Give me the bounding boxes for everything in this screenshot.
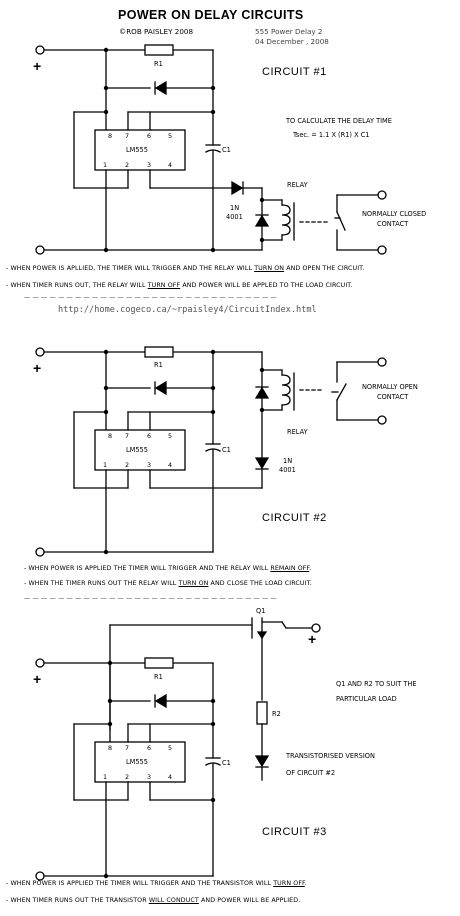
ic-label: LM555: [126, 758, 148, 766]
pin-6: 6: [147, 132, 152, 140]
ic-lm555: [94, 741, 186, 783]
c1-label: C1: [222, 146, 231, 154]
circuit-1-note-1: - WHEN POWER IS APLLIED, THE TIMER WILL …: [6, 265, 365, 272]
ic-label: LM555: [126, 146, 148, 154]
pin-1: 1: [103, 161, 108, 169]
transistor-note-2: OF CIRCUIT #2: [286, 769, 336, 777]
diode-label-2: 4001: [226, 213, 243, 221]
plus-sign: +: [33, 360, 42, 376]
pin-5: 5: [168, 744, 173, 752]
r1-label: R1: [154, 60, 163, 68]
diode-label-1: 1N: [283, 457, 293, 465]
pin-4: 4: [168, 161, 173, 169]
circuit-1-schematic: [39, 44, 383, 251]
date: 04 December , 2008: [255, 37, 329, 46]
pin-3: 3: [147, 773, 152, 781]
r1-label: R1: [154, 361, 163, 369]
c1-label: C1: [222, 446, 231, 454]
circuit-2-title: CIRCUIT #2: [262, 512, 327, 524]
calc-title: TO CALCULATE THE DELAY TIME: [286, 117, 392, 125]
circuit-3-title: CIRCUIT #3: [262, 826, 327, 838]
resistor-r1: [144, 657, 174, 669]
c1-label: C1: [222, 759, 231, 767]
plus-sign: +: [33, 58, 42, 74]
circuit-2-note-2: - WHEN THE TIMER RUNS OUT THE RELAY WILL…: [24, 580, 312, 587]
pin-4: 4: [168, 773, 173, 781]
q1-label: Q1: [256, 607, 266, 615]
pin-8: 8: [108, 744, 113, 752]
pin-2: 2: [125, 773, 130, 781]
pin-1: 1: [103, 461, 108, 469]
contact-label-1: NORMALLY CLOSED: [362, 210, 427, 218]
resistor-r2: [256, 701, 268, 725]
circuit-3-note-1: - WHEN POWER IS APPLIED THE TIMER WILL T…: [6, 880, 307, 887]
pin-8: 8: [108, 432, 113, 440]
plus-sign: +: [33, 671, 42, 687]
contact-label-2: CONTACT: [377, 393, 409, 401]
ic-label: LM555: [126, 446, 148, 454]
transistor-note-1: TRANSISTORISED VERSION: [286, 752, 375, 760]
circuit-1-title: CIRCUIT #1: [262, 66, 327, 78]
circuit-2-note-1: - WHEN POWER IS APPLIED THE TIMER WILL T…: [24, 565, 312, 572]
plus-sign: +: [308, 631, 317, 647]
pin-7: 7: [125, 432, 130, 440]
resistor-r1: [144, 44, 174, 56]
divider-2: — — — — — — — — — — — — — — — — — — — — …: [24, 595, 277, 602]
pin-3: 3: [147, 161, 152, 169]
pin-1: 1: [103, 773, 108, 781]
circuit-2-schematic: [39, 346, 383, 553]
ic-lm555: [94, 129, 186, 171]
pin-6: 6: [147, 744, 152, 752]
pin-7: 7: [125, 744, 130, 752]
contact-label-1: NORMALLY OPEN: [362, 383, 418, 391]
pin-3: 3: [147, 461, 152, 469]
r2-label: R2: [272, 710, 281, 718]
circuit-3-note-2: - WHEN TIMER RUNS OUT THE TRANSISTOR WIL…: [6, 897, 301, 904]
circuit-1-note-2: - WHEN TIMER RUNS OUT, THE RELAY WILL TU…: [6, 282, 353, 289]
load-note-2: PARTICULAR LOAD: [336, 695, 397, 703]
source-url[interactable]: http://home.cogeco.ca/~rpaisley4/Circuit…: [58, 305, 317, 315]
junctions: [103, 47, 265, 879]
load-note-1: Q1 AND R2 TO SUIT THE: [336, 680, 417, 688]
pin-6: 6: [147, 432, 152, 440]
terminals: [35, 45, 387, 881]
diode-label-1: 1N: [230, 204, 240, 212]
page-title: POWER ON DELAY CIRCUITS: [118, 8, 304, 22]
file-name: 555 Power Delay 2: [255, 27, 323, 36]
divider-1: — — — — — — — — — — — — — — — — — — — — …: [24, 294, 277, 301]
ic-lm555: [94, 429, 186, 471]
relay-label: RELAY: [287, 428, 308, 436]
diode-label-2: 4001: [279, 466, 296, 474]
contact-label-2: CONTACT: [377, 220, 409, 228]
relay-label: RELAY: [287, 181, 308, 189]
formula: Tsec. = 1.1 X (R1) X C1: [293, 131, 370, 139]
pin-2: 2: [125, 461, 130, 469]
circuit-3-schematic: [39, 617, 317, 877]
r1-label: R1: [154, 673, 163, 681]
pin-8: 8: [108, 132, 113, 140]
pin-5: 5: [168, 432, 173, 440]
pin-5: 5: [168, 132, 173, 140]
pin-7: 7: [125, 132, 130, 140]
author: ©ROB PAISLEY 2008: [119, 27, 194, 36]
resistor-r1: [144, 346, 174, 358]
pin-2: 2: [125, 161, 130, 169]
pin-4: 4: [168, 461, 173, 469]
